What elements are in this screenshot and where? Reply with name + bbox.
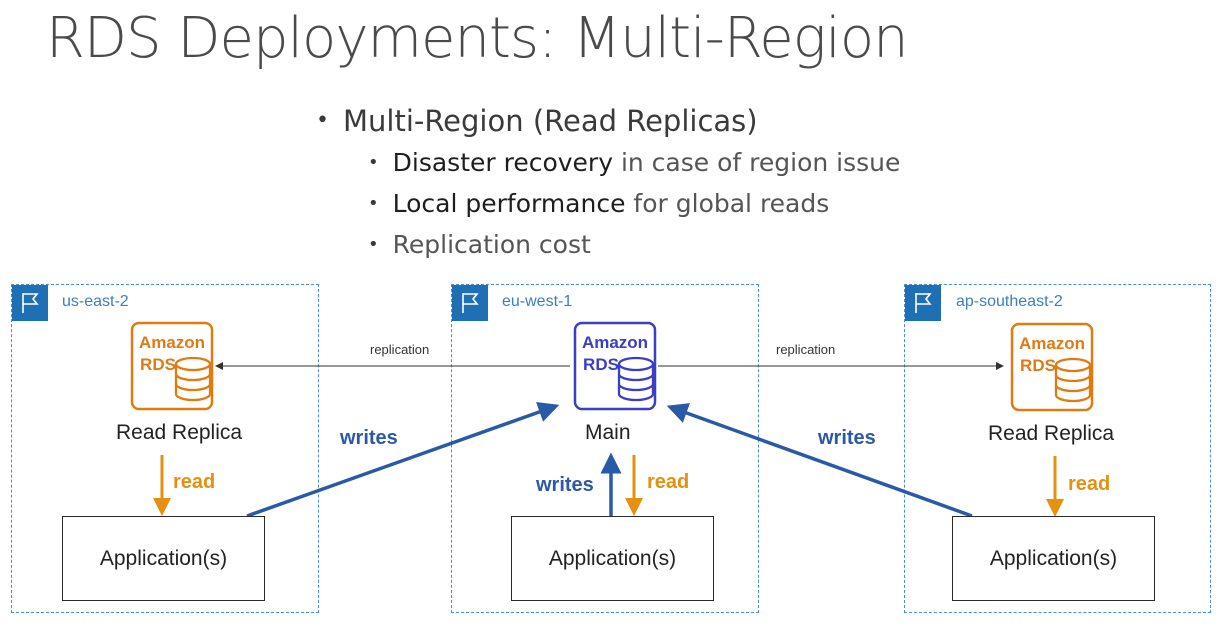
database-icon [1054, 357, 1092, 403]
amazon-rds-icon-left: Amazon RDS [130, 321, 214, 411]
flag-icon [12, 285, 48, 321]
region-eu-west-1: eu-west-1 [451, 284, 759, 613]
writes-left-arrow [246, 401, 560, 518]
region-ap-southeast-2: ap-southeast-2 [904, 284, 1211, 613]
edge-label-replication-right: replication [776, 342, 836, 357]
rds-line2: RDS [583, 355, 619, 374]
database-icon [174, 356, 212, 402]
bullet-main: •Multi-Region (Read Replicas) [316, 104, 758, 138]
bullet-sub-2-rest: for global reads [625, 189, 830, 218]
rds-line1: Amazon [1019, 334, 1085, 353]
flag-icon [452, 285, 488, 321]
region-label: us-east-2 [62, 293, 129, 310]
edge-label-writes-right: writes [818, 427, 876, 449]
bullet-sub-3-rest: Replication cost [392, 230, 591, 259]
node-label-read-replica-left: Read Replica [116, 421, 243, 444]
application-box-left: Application(s) [62, 516, 265, 601]
slide-title: RDS Deployments: Multi-Region [46, 6, 909, 71]
bullet-sub-3: •Replication cost [368, 230, 591, 259]
application-label: Application(s) [548, 546, 677, 570]
edge-label-read-center: read [647, 471, 690, 493]
application-label: Application(s) [99, 546, 228, 570]
rds-line2: RDS [1020, 356, 1056, 375]
application-box-center: Application(s) [511, 516, 714, 601]
rds-line1: Amazon [139, 333, 205, 352]
edge-label-replication-left: replication [370, 342, 430, 357]
region-us-east-2: us-east-2 [11, 284, 319, 613]
rds-line1: Amazon [582, 333, 648, 352]
bullet-list: •Multi-Region (Read Replicas) •Disaster … [316, 104, 900, 265]
node-label-main: Main [585, 421, 631, 444]
bullet-sub-1: •Disaster recovery in case of region iss… [368, 148, 901, 177]
application-label: Application(s) [989, 546, 1118, 570]
rds-line2: RDS [140, 355, 176, 374]
edge-label-writes-left: writes [340, 427, 398, 449]
region-label: eu-west-1 [502, 293, 573, 310]
amazon-rds-icon-center: Amazon RDS [573, 321, 657, 411]
amazon-rds-icon-right: Amazon RDS [1010, 322, 1094, 412]
edge-label-read-right: read [1068, 473, 1111, 495]
flag-icon [905, 285, 941, 321]
edge-label-writes-center: writes [536, 474, 594, 496]
bullet-main-text: Multi-Region (Read Replicas) [342, 104, 758, 138]
edge-label-read-left: read [173, 471, 216, 493]
writes-right-arrow [666, 403, 973, 518]
application-box-right: Application(s) [952, 516, 1155, 601]
bullet-sub-2-strong: Local performance [392, 189, 626, 218]
database-icon [617, 356, 655, 402]
node-label-read-replica-right: Read Replica [988, 422, 1115, 445]
region-label: ap-southeast-2 [956, 293, 1063, 310]
bullet-sub-1-rest: in case of region issue [613, 148, 901, 177]
bullet-sub-1-strong: Disaster recovery [392, 148, 613, 177]
bullet-sub-2: •Local performance for global reads [368, 189, 830, 218]
